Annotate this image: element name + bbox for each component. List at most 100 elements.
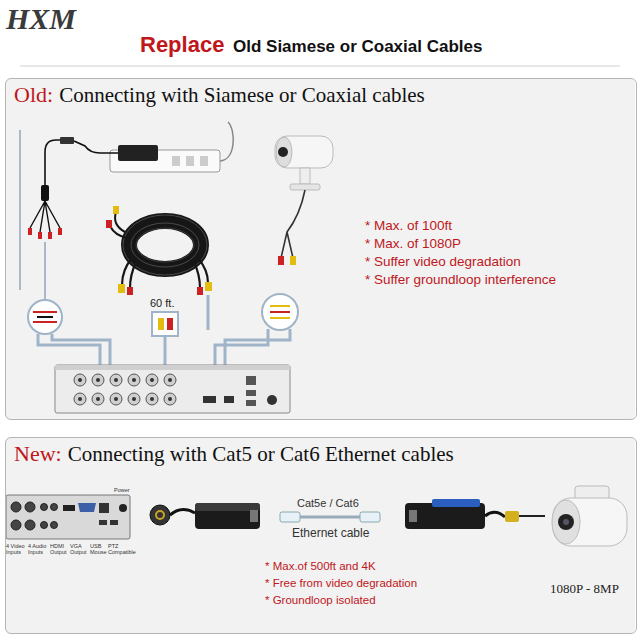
video-balun-part [519, 515, 545, 517]
power-splitter-part [41, 185, 49, 201]
video-balun [405, 499, 545, 529]
cable-coil-part [152, 312, 178, 336]
feature-note: * Max. of 1080P [365, 236, 461, 252]
feature-note: * Suffer video degradation [365, 254, 521, 270]
power-strip-part [200, 156, 208, 166]
cable-coil-part [197, 287, 203, 295]
power-strip-part [186, 156, 194, 166]
dvr-recorder-part-part [132, 378, 136, 382]
ethernet-cable-part [300, 516, 360, 519]
power-strip-part [118, 145, 158, 161]
feature-note: * Suffer groundloop interference [365, 272, 556, 288]
cable-coil-part [136, 228, 194, 262]
dvr-recorder [55, 365, 290, 413]
bullet-camera-part [300, 168, 310, 184]
dvr-recorder-part-part [74, 393, 86, 405]
dvr-recorder-part [246, 400, 256, 406]
brand-logo: HXM [6, 2, 76, 37]
dvr-recorder-part-part [110, 393, 122, 405]
panel-ground-part [20, 66, 620, 67]
bullet-camera [552, 486, 627, 546]
dvr-recorder-part-part [96, 378, 100, 382]
cable-coil-part [106, 220, 112, 228]
video-balun-part [170, 509, 195, 515]
zoom-circle [28, 300, 110, 365]
dvr-recorder-part-part [110, 374, 122, 386]
dvr-back-panel-part-part [41, 522, 48, 529]
dvr-back-panel-part-part [51, 522, 58, 529]
dvr-recorder-part [267, 395, 277, 405]
dvr-recorder-part [78, 378, 172, 401]
bullet-camera [208, 136, 333, 365]
dvr-back-panel-part [6, 495, 130, 539]
dvr-recorder-part-part [114, 397, 118, 401]
dvr-back-panel-part [78, 503, 96, 512]
power-splitter-part [30, 201, 60, 232]
cable-coil-part [122, 258, 208, 288]
port-label: 4 Audio Inputs [28, 543, 49, 556]
title-word: Replace [140, 32, 224, 57]
dvr-recorder-part-part [164, 374, 176, 386]
dvr-recorder-part [224, 396, 234, 403]
bullet-camera-part [278, 147, 288, 157]
ethernet-cable-part [360, 512, 380, 522]
video-balun-part [150, 505, 170, 525]
dvr-recorder-part [246, 376, 256, 385]
dvr-recorder-part-part [150, 397, 154, 401]
dvr-back-panel-part-part [51, 504, 58, 511]
power-strip-part [220, 122, 233, 161]
dvr-back-panel-part-part [25, 520, 35, 530]
title-text: Old Siamese or Coaxial Cables [233, 37, 482, 57]
cable-coil-part [129, 221, 201, 269]
bullet-camera-part [278, 256, 284, 265]
port-label: HDMI Output [50, 543, 68, 556]
port-label: USB Mouse [90, 543, 106, 556]
bullet-camera-part [553, 498, 627, 546]
video-balun-part [409, 510, 417, 522]
dvr-recorder-part-part [146, 393, 158, 405]
bullet-camera-part [290, 184, 320, 190]
bullet-camera-part [563, 519, 569, 525]
power-strip-part [60, 137, 74, 144]
dvr-recorder-part-part [114, 378, 118, 382]
power-strip-part [172, 156, 180, 166]
power-splitter-part [58, 228, 62, 235]
dvr-recorder-part-part [132, 397, 136, 401]
panel-ground [5, 66, 635, 634]
video-balun-part [195, 503, 260, 511]
panel-heading: Old:Connecting with Siamese or Coaxial c… [6, 79, 636, 111]
dvr-back-panel-part [11, 502, 58, 530]
cable-coil-part [131, 223, 199, 267]
power-strip [45, 122, 233, 185]
port-label: 4 Video Inputs [6, 543, 27, 556]
cable-coil-part [167, 318, 173, 330]
power-splitter [20, 130, 62, 300]
dvr-back-panel-part [63, 505, 75, 511]
dvr-recorder-part-part [74, 374, 86, 386]
cable-coil-part [158, 318, 164, 330]
dvr-recorder-part [203, 396, 216, 403]
bullet-camera-part [290, 256, 296, 265]
zoom-circle-part [33, 312, 57, 322]
zoom-circle-part [37, 316, 53, 318]
cable-coil-part [205, 282, 212, 291]
cable-coil-part [118, 284, 125, 293]
dvr-recorder-part [246, 390, 256, 396]
feature-note: * Max.of 500ft and 4K [265, 560, 376, 573]
section-heading: Connecting with Cat5 or Cat6 Ethernet ca… [68, 442, 454, 466]
dvr-recorder-part-part [92, 393, 104, 405]
panel-ground-part [5, 437, 635, 634]
dvr-recorder-part-part [128, 393, 140, 405]
dvr-back-panel-part-part [11, 502, 21, 512]
port-label: Power [114, 487, 130, 493]
power-strip-part [45, 140, 118, 185]
bullet-camera-part [208, 295, 290, 365]
section-panel: Old:Connecting with Siamese or Coaxial c… [5, 78, 637, 420]
dvr-recorder-part-part [168, 378, 172, 382]
dvr-recorder-part-part [92, 374, 104, 386]
power-splitter-part [44, 242, 46, 300]
bullet-camera-part [270, 311, 290, 313]
dvr-back-panel-part [99, 503, 109, 513]
dvr-recorder-part-part [96, 397, 100, 401]
panel-ground-part [5, 78, 635, 420]
